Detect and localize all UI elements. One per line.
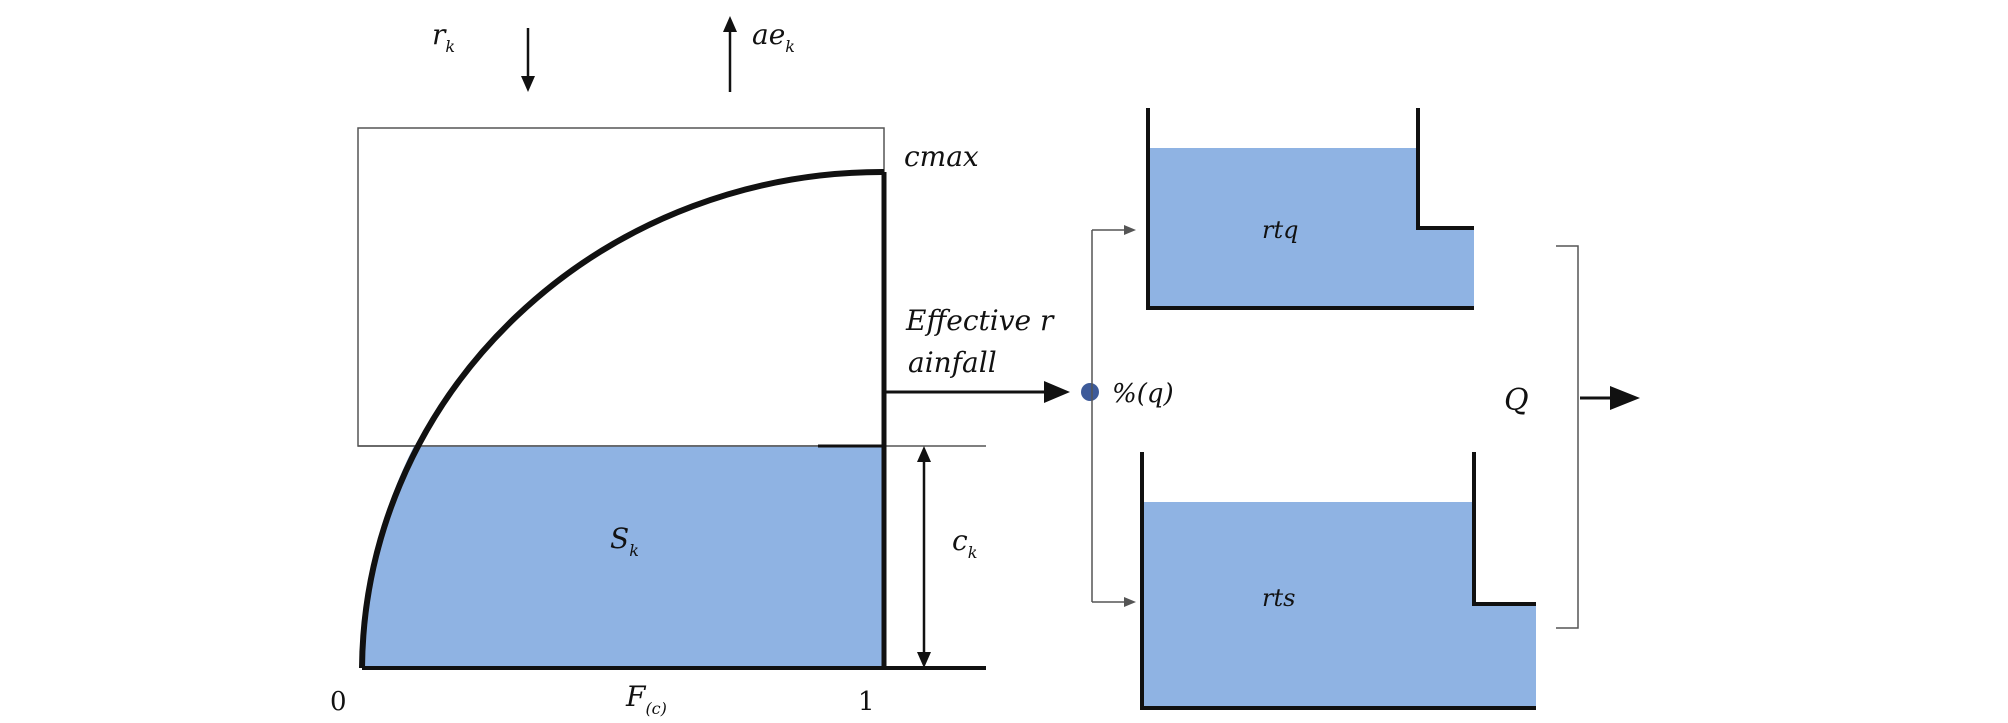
split-node — [1081, 383, 1099, 401]
branch-to-slow-head — [1124, 597, 1136, 607]
discharge-arrow-head — [1610, 386, 1640, 410]
rainfall-label: rk — [432, 18, 455, 56]
evap-arrow-head — [723, 16, 737, 32]
slow-store-walls — [1140, 452, 1536, 710]
axis-one-label: 1 — [858, 687, 875, 717]
ck-arrow-head-bottom — [917, 652, 931, 668]
discharge-label: Q — [1504, 383, 1529, 418]
rainfall-arrow-head — [521, 76, 535, 92]
evap-label: aek — [752, 18, 795, 56]
axis-f-label: F(c) — [625, 680, 667, 718]
capacity-label: ck — [952, 524, 977, 562]
effective-rainfall-label-1: Effective r — [905, 304, 1055, 337]
effective-rainfall-label-2: ainfall — [908, 346, 997, 379]
quick-store-fill — [1148, 148, 1474, 308]
slow-store-label: rts — [1262, 584, 1295, 612]
effective-rainfall-arrow-head — [1044, 381, 1070, 403]
cmax-label: cmax — [904, 140, 979, 173]
quick-store-walls — [1146, 108, 1474, 310]
capacity-curve — [359, 168, 885, 669]
quick-store-label: rtq — [1262, 216, 1298, 244]
branch-to-quick-head — [1124, 225, 1136, 235]
axis-zero-label: 0 — [330, 687, 347, 717]
slow-store-fill — [1142, 502, 1536, 708]
storage-fill — [361, 446, 885, 668]
storage-label: Sk — [610, 522, 639, 560]
combine-bracket — [1556, 245, 1579, 629]
ck-arrow-head-top — [917, 446, 931, 462]
split-label: %(q) — [1112, 379, 1174, 409]
